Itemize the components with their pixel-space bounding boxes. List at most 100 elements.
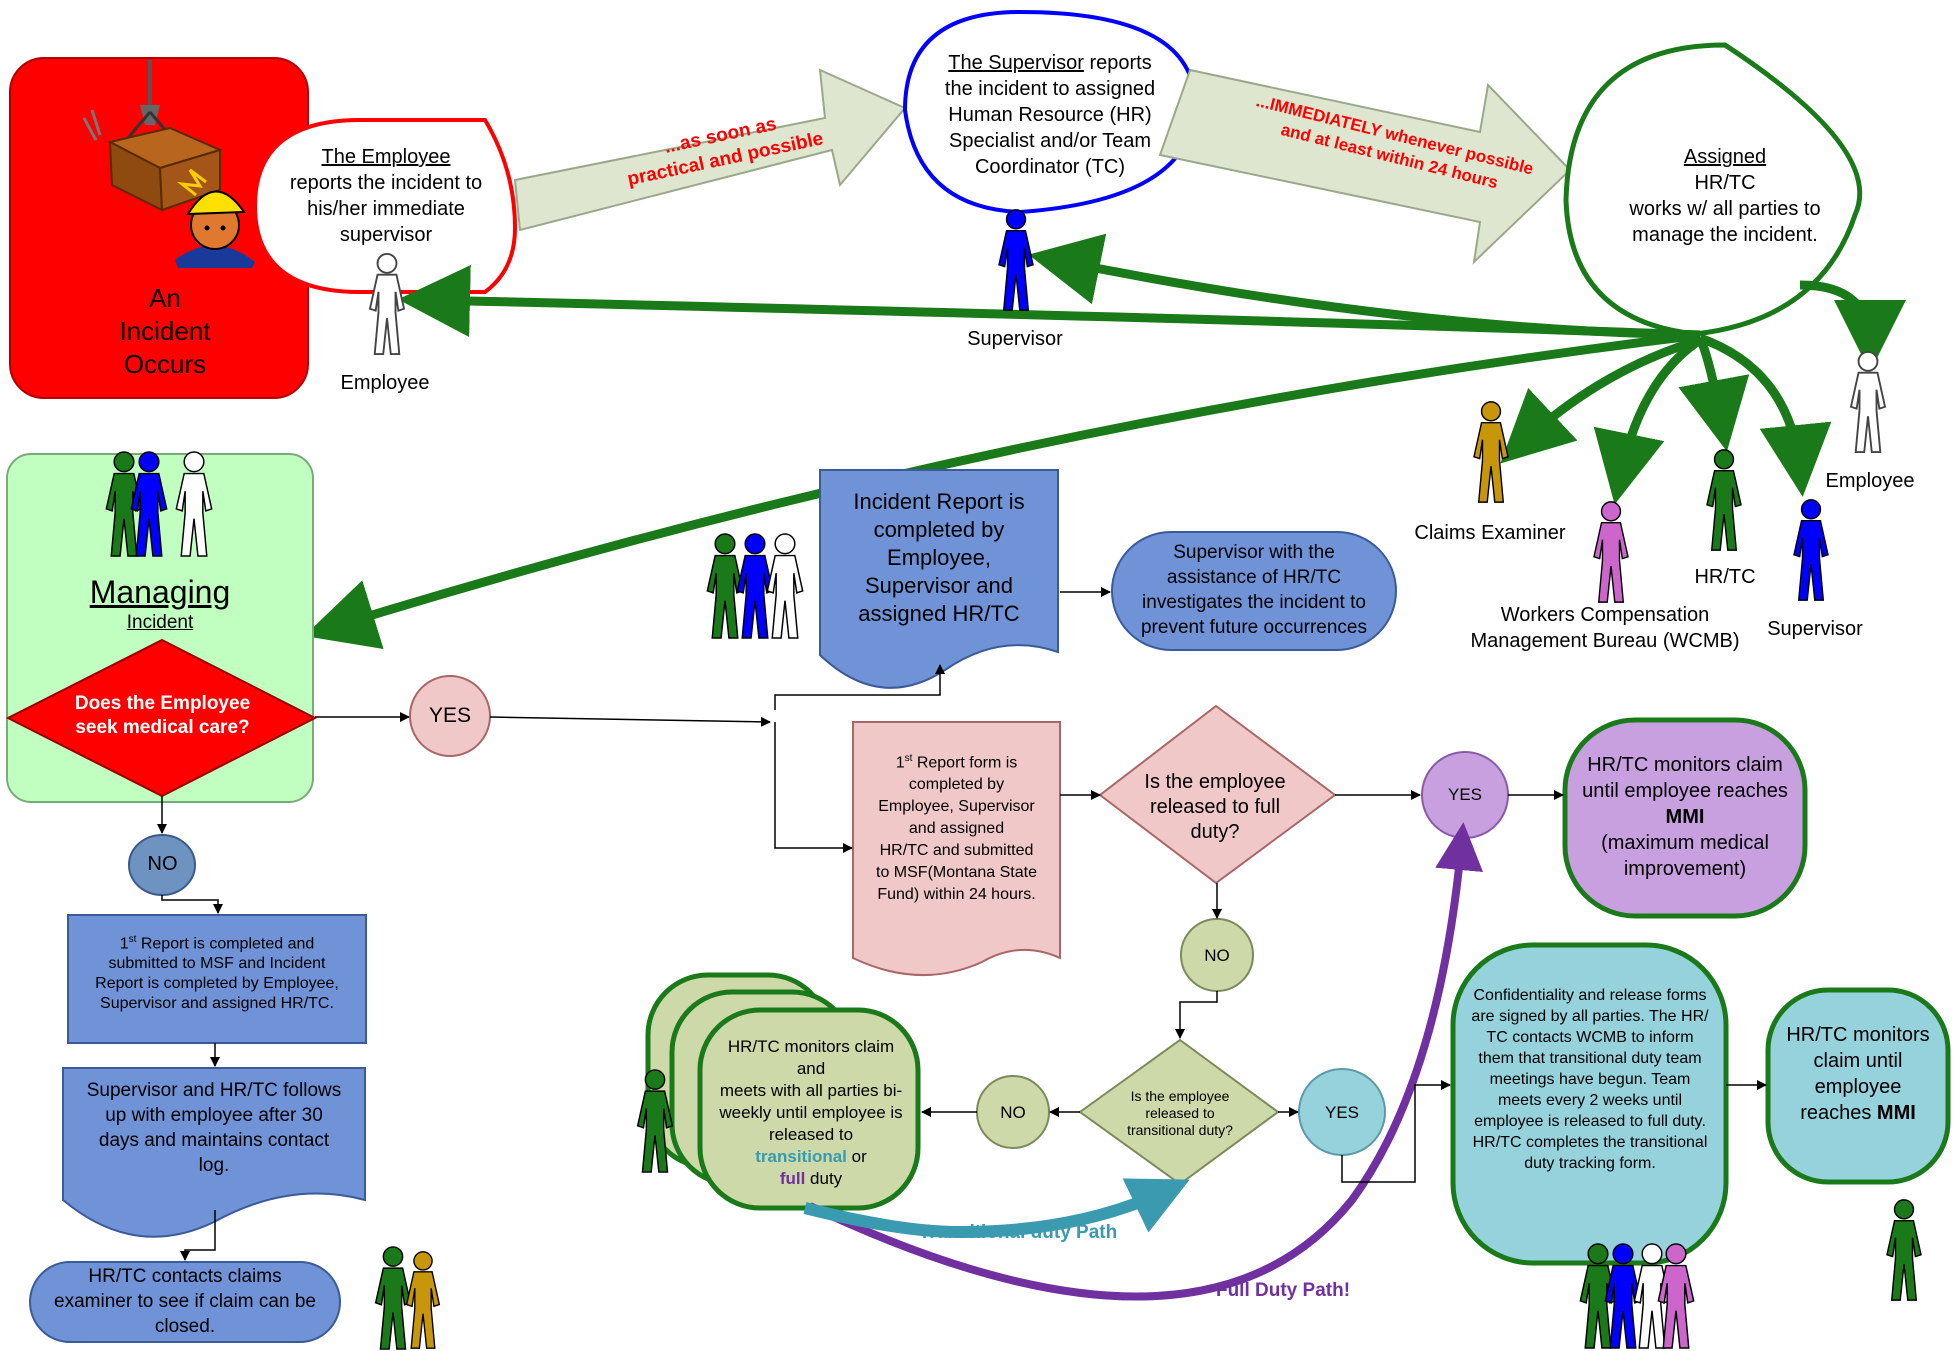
- decision-full-duty-line3: duty?: [1190, 821, 1240, 843]
- left-box-1-line1: Report is completed and: [140, 935, 315, 953]
- hrtc-bubble-body3: manage the incident.: [1632, 224, 1818, 246]
- confidentiality-text: Confidentiality and release forms are si…: [1452, 985, 1728, 1174]
- connectors: [157, 587, 1767, 1261]
- full-duty-path-label: Full Duty Path!: [1215, 1280, 1351, 1301]
- supervisor-bubble-body2: Human Resource (HR): [948, 104, 1152, 126]
- employee-bubble: [252, 118, 518, 294]
- employee-bubble-body3: supervisor: [339, 224, 433, 246]
- left-term-3-line3: closed.: [154, 1316, 216, 1337]
- monitor-duty: duty: [805, 1169, 843, 1188]
- label-wcmb-line1: Workers Compensation: [1500, 604, 1710, 626]
- label-wcmb-line2: Management Bureau (WCMB): [1470, 630, 1740, 652]
- left-box-1-text: 1st Report is completed and submitted to…: [70, 930, 364, 1014]
- left-doc-2: [62, 1067, 366, 1238]
- left-term-3-text: HR/TC contacts claims examiner to see if…: [32, 1264, 338, 1339]
- decision-transitional-line2: released to: [1145, 1105, 1215, 1121]
- incident-report-line1: Incident Report is: [853, 489, 1025, 514]
- first-report-line2: completed by: [908, 776, 1005, 794]
- incident-report-line5: assigned HR/TC: [858, 601, 1020, 626]
- no-circle-1-label: NO: [147, 853, 178, 875]
- supervisor-person-icon: [998, 208, 1034, 312]
- decision-full-duty-line2: released to full: [1149, 796, 1281, 818]
- conf-line6: meets every 2 weeks until: [1497, 1092, 1683, 1109]
- supervisor-bubble-body4: Coordinator (TC): [974, 156, 1126, 178]
- label-claims-examiner: Claims Examiner: [1414, 522, 1566, 544]
- yes-circle-3-label: YES: [1324, 1103, 1360, 1122]
- decision-transitional-text: Is the employee released to transitional…: [1110, 1088, 1250, 1139]
- first-report-line5: HR/TC and submitted: [879, 842, 1034, 860]
- decision-medical-text: Does the Employee seek medical care?: [40, 692, 285, 740]
- left-doc-2-text: Supervisor and HR/TC follows up with emp…: [65, 1078, 363, 1178]
- label-employee-right: Employee: [1825, 470, 1915, 492]
- yes-circle-1-label: YES: [428, 704, 472, 727]
- mmi1-line2: until employee reaches: [1582, 780, 1788, 802]
- first-report-line3: Employee, Supervisor: [878, 798, 1035, 816]
- decision-full-duty-shape: [1098, 704, 1337, 885]
- hrtc-bubble-body1: HR/TC: [1694, 172, 1756, 194]
- mmi2-person-icon: [1886, 1198, 1922, 1302]
- label-employee-top: Employee: [340, 372, 430, 394]
- monitor-line1: HR/TC monitors claim: [727, 1037, 895, 1056]
- label-wcmb: Workers Compensation Management Bureau (…: [1455, 602, 1755, 654]
- first-report-line1: Report form is: [912, 754, 1018, 772]
- mmi1-line4: (maximum medical: [1601, 832, 1769, 854]
- green-arrows: [304, 233, 1906, 650]
- employee-bubble-body2: his/her immediate: [307, 198, 465, 220]
- investigate-text: Supervisor with the assistance of HR/TC …: [1115, 540, 1393, 640]
- wcmb-person-icon: [1593, 500, 1629, 604]
- arrow-employee-to-supervisor: [513, 68, 907, 232]
- mmi-box-1: [1562, 717, 1808, 919]
- left-doc-2-line3: days and maintains contact: [98, 1130, 330, 1151]
- monitor-stack-shape: [645, 972, 921, 1211]
- supervisor-bubble-body1: the incident to assigned: [944, 78, 1156, 100]
- worker-hardhat-icon: [175, 168, 255, 268]
- monitor-or: or: [846, 1147, 867, 1166]
- transitional-path-arrow: [803, 1178, 1190, 1239]
- monitor-line3: meets with all parties bi-: [719, 1081, 903, 1100]
- claims-examiner-person-icon: [1473, 400, 1509, 504]
- employee-bubble-body1: reports the incident to: [289, 172, 483, 194]
- first-report-line7: Fund) within 24 hours.: [877, 886, 1036, 904]
- left-term-3-line1: HR/TC contacts claims: [88, 1266, 282, 1287]
- employee-bubble-title: The Employee: [321, 146, 451, 168]
- investigate-line3: investigates the incident to: [1142, 592, 1366, 613]
- first-report-line4: and assigned: [908, 820, 1005, 838]
- hrtc-bubble-body2: works w/ all parties to: [1629, 198, 1821, 220]
- conf-line1: Confidentiality and release forms: [1473, 987, 1707, 1004]
- incident-box-text: An Incident Occurs: [100, 282, 230, 381]
- hrtc-bubble-title: Assigned: [1683, 146, 1767, 168]
- left-bottom-people-icon: [374, 1246, 441, 1350]
- hrtc-person-icon: [1706, 448, 1742, 552]
- confidentiality-box: [1450, 942, 1729, 1266]
- incident-report-line2: completed by: [873, 517, 1005, 542]
- managing-subtitle: Incident: [126, 612, 194, 633]
- mmi1-line1: HR/TC monitors claim: [1587, 754, 1783, 776]
- mmi2-line4-bold: MMI: [1876, 1102, 1916, 1124]
- hrtc-bubble-text: Assigned HR/TC works w/ all parties to m…: [1600, 144, 1850, 248]
- mmi2-line3: employee: [1814, 1076, 1902, 1098]
- incident-report-text: Incident Report is completed by Employee…: [822, 488, 1056, 628]
- mmi-box-2: [1765, 987, 1951, 1185]
- decision-full-duty-line1: Is the employee: [1144, 771, 1286, 793]
- left-term-3: [29, 1261, 341, 1343]
- decision-medical-line2: seek medical care?: [75, 717, 250, 738]
- mmi-box-1-text: HR/TC monitors claim until employee reac…: [1570, 752, 1800, 882]
- first-report-text: 1st Report form is completed by Employee…: [855, 748, 1058, 906]
- incident-line2: Incident: [119, 316, 211, 346]
- supervisor-bubble-body3: Specialist and/or Team: [949, 130, 1151, 152]
- decision-medical-line1: Does the Employee: [74, 693, 251, 714]
- mmi2-line1: HR/TC monitors: [1786, 1024, 1930, 1046]
- conf-line9: duty tracking form.: [1524, 1155, 1656, 1172]
- left-term-3-line2: examiner to see if claim can be: [54, 1291, 316, 1312]
- investigate-line2: assistance of HR/TC: [1166, 567, 1342, 588]
- no-circle-3-label: NO: [1000, 1103, 1026, 1122]
- conf-line4: them that transitional duty team: [1478, 1050, 1702, 1067]
- decision-transitional-line3: transitional duty?: [1127, 1122, 1233, 1138]
- mmi1-line3: MMI: [1665, 806, 1705, 828]
- left-box-1-prefix: 1: [119, 935, 129, 953]
- supervisor-bubble-text: The Supervisor reports the incident to a…: [915, 50, 1185, 180]
- investigate-line4: prevent future occurrences: [1140, 617, 1367, 638]
- left-doc-2-line4: log.: [198, 1155, 230, 1176]
- monitor-line2: and: [796, 1059, 826, 1078]
